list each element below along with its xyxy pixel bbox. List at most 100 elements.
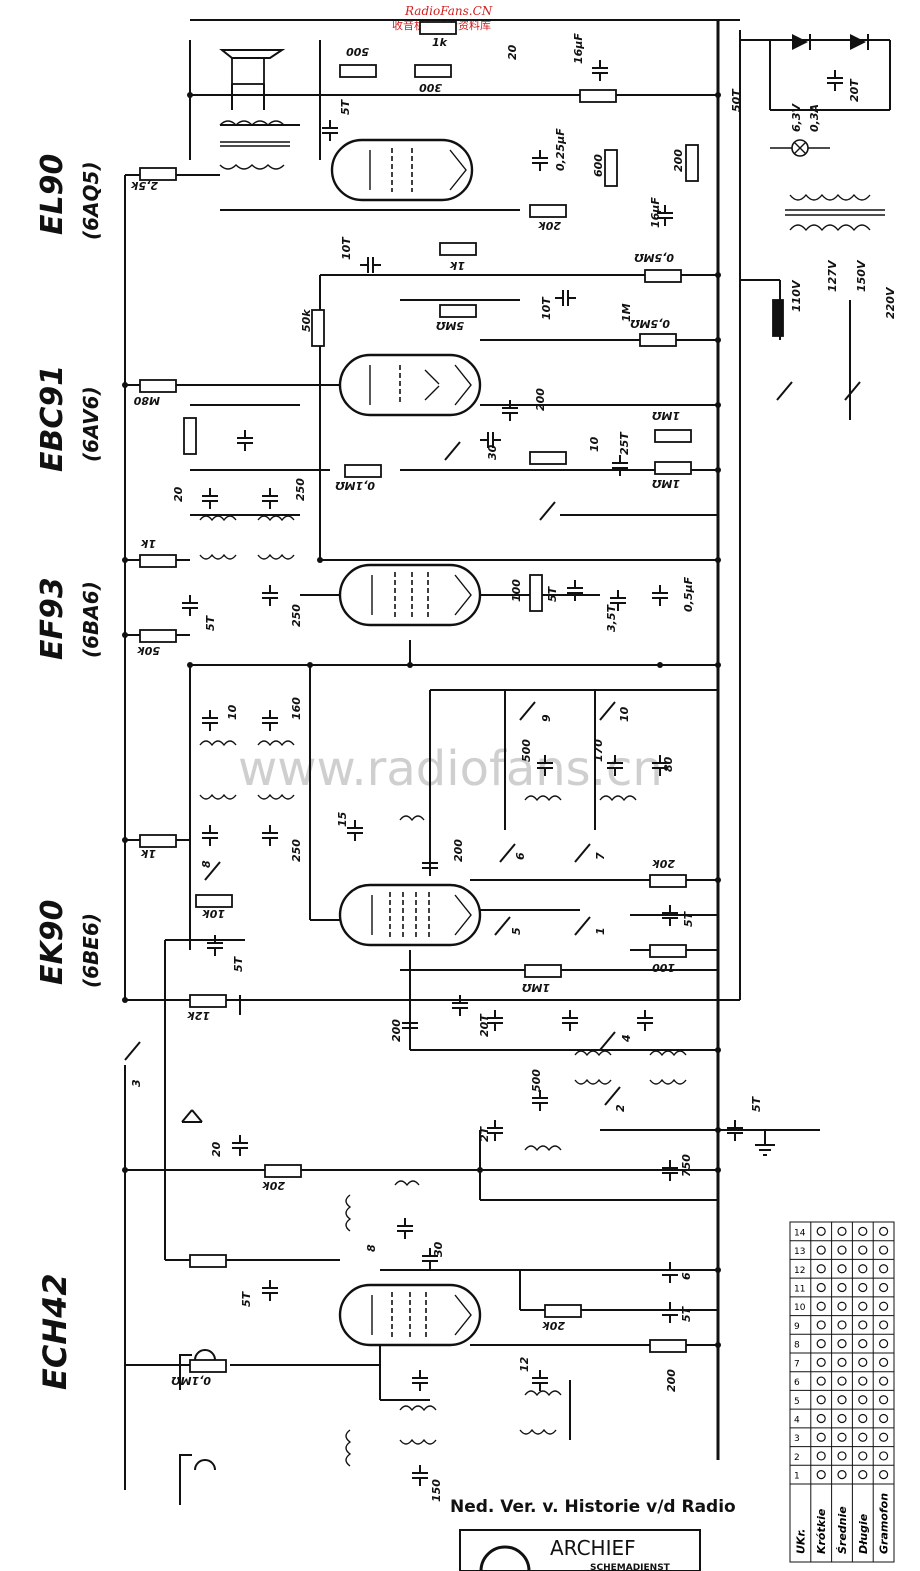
table-contact-mark <box>858 1395 868 1405</box>
table-contact-mark <box>837 1245 847 1255</box>
svg-text:30: 30 <box>432 1241 445 1257</box>
svg-text:50T: 50T <box>730 88 743 112</box>
svg-text:250: 250 <box>290 839 303 862</box>
table-switch-number: 12 <box>794 1266 805 1276</box>
table-contact-mark <box>878 1451 889 1461</box>
svg-text:1: 1 <box>594 927 607 935</box>
site-header: RadioFans.CN <box>404 4 493 18</box>
table-switch-number: 6 <box>794 1378 800 1388</box>
table-contact-mark <box>816 1470 826 1480</box>
table-contact-mark <box>816 1432 826 1442</box>
output-transformer <box>219 120 290 170</box>
svg-text:0,1MΩ: 0,1MΩ <box>335 479 375 492</box>
svg-text:8: 8 <box>365 1244 378 1252</box>
svg-text:1k: 1k <box>140 847 156 860</box>
rectifier-diodes <box>792 34 869 50</box>
table-contact-mark <box>878 1226 889 1236</box>
table-contact-mark <box>858 1339 868 1349</box>
svg-text:170: 170 <box>592 739 605 762</box>
table-switch-number: 4 <box>794 1416 800 1426</box>
svg-text:1MΩ: 1MΩ <box>652 477 680 490</box>
junction-dots <box>122 92 721 1348</box>
svg-text:250: 250 <box>290 604 303 627</box>
svg-text:127V: 127V <box>826 259 839 292</box>
tube-label-ebc91: EBC91 (6AV6) <box>35 365 103 472</box>
table-contact-mark <box>878 1376 889 1386</box>
svg-text:150V: 150V <box>855 259 868 292</box>
table-switch-number: 14 <box>794 1228 806 1238</box>
table-switch-number: 10 <box>794 1303 806 1313</box>
svg-text:4: 4 <box>620 1034 633 1043</box>
watermark: www.radiofans.cn <box>238 741 663 797</box>
society-credit: Ned. Ver. v. Historie v/d Radio <box>450 1497 736 1517</box>
svg-text:2T: 2T <box>478 1125 491 1142</box>
table-contact-mark <box>878 1339 889 1349</box>
table-switch-number: 11 <box>794 1285 805 1295</box>
svg-text:1MΩ: 1MΩ <box>652 409 680 422</box>
tube-ech42 <box>338 1283 482 1347</box>
svg-text:M80: M80 <box>133 394 160 407</box>
svg-text:8: 8 <box>200 860 213 868</box>
tube-ef93 <box>338 563 482 627</box>
table-switch-number: 1 <box>794 1472 800 1482</box>
svg-text:EBC91: EBC91 <box>35 365 70 472</box>
svg-text:20k: 20k <box>652 857 675 870</box>
svg-text:1MΩ: 1MΩ <box>522 981 550 994</box>
svg-text:5T: 5T <box>204 614 217 631</box>
svg-text:20T: 20T <box>478 1013 491 1037</box>
svg-text:(6BE6): (6BE6) <box>79 913 103 988</box>
svg-text:50k: 50k <box>137 644 160 657</box>
svg-text:(6BA6): (6BA6) <box>79 581 103 658</box>
svg-text:10k: 10k <box>202 907 225 920</box>
svg-text:10: 10 <box>226 704 239 720</box>
svg-text:80: 80 <box>662 756 675 772</box>
svg-text:0,3A: 0,3A <box>808 104 821 132</box>
svg-text:200: 200 <box>452 839 465 862</box>
svg-text:200: 200 <box>665 1369 678 1392</box>
svg-text:20T: 20T <box>848 78 861 102</box>
antenna-icon <box>179 1109 216 1505</box>
svg-text:160: 160 <box>290 697 303 720</box>
table-contact-mark <box>837 1376 847 1386</box>
table-contact-mark <box>878 1245 889 1255</box>
svg-text:220V: 220V <box>884 286 897 319</box>
svg-text:(6AV6): (6AV6) <box>79 386 103 462</box>
table-switch-number: 9 <box>794 1322 800 1332</box>
table-contact-mark <box>837 1451 847 1461</box>
table-band-label: UKr. <box>794 1529 807 1555</box>
svg-text:5T: 5T <box>546 585 559 602</box>
svg-text:10: 10 <box>588 436 601 452</box>
svg-text:7: 7 <box>594 852 607 860</box>
svg-text:ARCHIEF: ARCHIEF <box>550 1536 636 1560</box>
table-band-label: Długie <box>857 1513 870 1554</box>
svg-text:1k: 1k <box>449 259 465 272</box>
svg-text:0,5MΩ: 0,5MΩ <box>634 251 674 264</box>
svg-text:5T: 5T <box>750 1095 763 1112</box>
table-contact-mark <box>816 1320 826 1330</box>
svg-text:2: 2 <box>614 1104 627 1112</box>
table-contact-mark <box>878 1301 889 1311</box>
svg-text:ECH42: ECH42 <box>36 1273 74 1390</box>
svg-text:250: 250 <box>294 478 307 501</box>
table-contact-mark <box>816 1339 826 1349</box>
table-contact-mark <box>816 1451 826 1461</box>
svg-text:110V: 110V <box>790 279 803 312</box>
svg-text:12: 12 <box>518 1356 531 1372</box>
table-contact-mark <box>858 1282 868 1293</box>
table-contact-mark <box>816 1413 826 1424</box>
svg-text:100: 100 <box>510 579 523 602</box>
table-contact-mark <box>816 1282 826 1293</box>
svg-text:6,3V: 6,3V <box>790 103 803 132</box>
svg-text:0,25µF: 0,25µF <box>554 128 567 171</box>
svg-text:0,5µF: 0,5µF <box>682 576 695 612</box>
component-values: 500 1k 20 300 16µF 50T 20T 2,5k 5T 0,25µ… <box>130 33 897 1502</box>
svg-text:5T: 5T <box>680 1305 693 1322</box>
tube-label-ech42: ECH42 <box>36 1273 74 1390</box>
svg-text:5T: 5T <box>232 955 245 972</box>
svg-text:50k: 50k <box>300 309 313 332</box>
svg-text:500: 500 <box>520 739 533 762</box>
svg-text:(6AQ5): (6AQ5) <box>79 161 103 240</box>
svg-text:10T: 10T <box>540 296 553 320</box>
